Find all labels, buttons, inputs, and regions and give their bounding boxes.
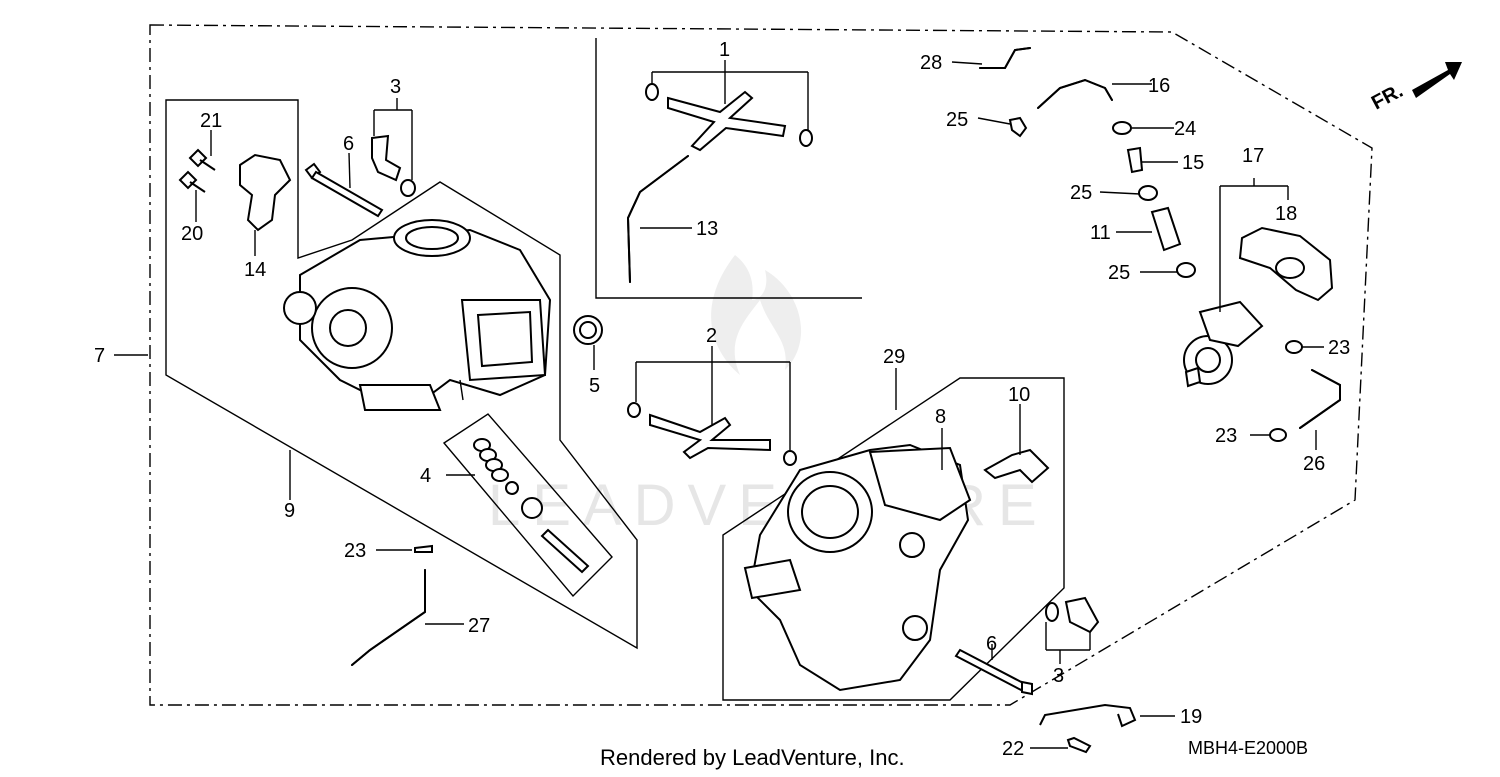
callout-25-mid: 25 <box>1070 182 1092 204</box>
callout-25-top: 25 <box>946 109 968 131</box>
hose-13-inner <box>626 155 689 283</box>
kit-4 <box>473 438 590 574</box>
callout-11: 11 <box>1090 222 1111 244</box>
hose-13-outer <box>626 155 689 283</box>
callout-5: 5 <box>589 375 600 397</box>
hose-26-inner <box>1299 369 1341 429</box>
callout-17: 17 <box>1242 145 1264 167</box>
callout-4: 4 <box>420 465 431 487</box>
group-1-border <box>595 38 862 299</box>
clip-23-upper <box>1285 340 1303 354</box>
callout-3-upper: 3 <box>390 76 401 98</box>
callout-6-upper: 6 <box>343 133 354 155</box>
hose-26-outer <box>1299 369 1341 429</box>
callout-23-upper: 23 <box>1328 337 1350 359</box>
callouts: 1 2 3 3 4 5 6 6 7 8 9 10 11 13 14 15 16 … <box>94 39 1350 760</box>
bracket-10 <box>983 448 1050 484</box>
hose-28-outer <box>979 47 1031 69</box>
callout-27: 27 <box>468 615 490 637</box>
clip-25-low <box>1176 262 1196 278</box>
bolt-22 <box>1066 736 1092 754</box>
callout-3-lower: 3 <box>1053 665 1064 687</box>
leader-lines <box>114 60 1324 749</box>
callout-29: 29 <box>883 346 905 368</box>
hose-27-inner <box>351 569 426 666</box>
callout-20: 20 <box>181 223 203 245</box>
carburetor-8 <box>743 443 972 692</box>
callout-28: 28 <box>920 52 942 74</box>
bracket-14 <box>239 153 292 232</box>
callout-8: 8 <box>935 406 946 428</box>
fuel-pipe-2 <box>627 402 797 466</box>
group-9-border <box>165 99 638 650</box>
hose-11 <box>1150 206 1182 252</box>
clip-24 <box>1112 121 1132 135</box>
assembly-border <box>149 24 1373 706</box>
callout-16: 16 <box>1148 75 1170 97</box>
screw-6-upper <box>304 162 384 218</box>
callout-23-right: 23 <box>1215 425 1237 447</box>
joint-3-upper <box>371 134 416 197</box>
plate-18-hole <box>1275 257 1305 279</box>
callout-19: 19 <box>1180 706 1202 728</box>
front-direction-indicator: FR. <box>1368 62 1462 114</box>
fuel-pipe-1 <box>645 83 813 152</box>
callout-25-low: 25 <box>1108 262 1130 284</box>
bolt-20 <box>178 170 206 193</box>
clip-23-right <box>1269 428 1287 442</box>
footer-credit: Rendered by LeadVenture, Inc. <box>600 745 905 770</box>
pipe-15 <box>1126 146 1144 174</box>
callout-24: 24 <box>1174 118 1196 140</box>
bolt-21 <box>188 148 216 171</box>
callout-26: 26 <box>1303 453 1325 475</box>
callout-13: 13 <box>696 218 718 240</box>
clip-23-left <box>414 544 433 553</box>
group-29-border <box>722 377 1065 701</box>
front-arrow-icon <box>1412 62 1462 98</box>
callout-21: 21 <box>200 110 222 132</box>
callout-14: 14 <box>244 259 266 281</box>
air-cut-valve-17 <box>1183 300 1264 388</box>
diagram-code: MBH4-E2000B <box>1188 738 1308 758</box>
clip-25-top <box>1008 116 1028 138</box>
callout-6-lower: 6 <box>986 633 997 655</box>
front-label: FR. <box>1368 80 1407 115</box>
callout-9: 9 <box>284 500 295 522</box>
spring-5 <box>573 315 603 345</box>
callout-7: 7 <box>94 345 105 367</box>
joint-3-lower <box>1045 596 1100 634</box>
callout-1: 1 <box>719 39 730 61</box>
clip-25-mid <box>1138 185 1158 201</box>
screw-6-lower <box>954 648 1033 696</box>
carburetor-9 <box>283 219 552 411</box>
callout-15: 15 <box>1182 152 1204 174</box>
hose-28-inner <box>979 47 1031 69</box>
stay-19 <box>1039 703 1137 728</box>
callout-10: 10 <box>1008 384 1030 406</box>
callout-23-left: 23 <box>344 540 366 562</box>
group-4-border <box>442 413 613 598</box>
callout-2: 2 <box>706 325 717 347</box>
callout-22: 22 <box>1002 738 1024 760</box>
hose-16-inner <box>1037 78 1113 109</box>
hose-27-outer <box>351 569 426 666</box>
callout-18: 18 <box>1275 203 1297 225</box>
